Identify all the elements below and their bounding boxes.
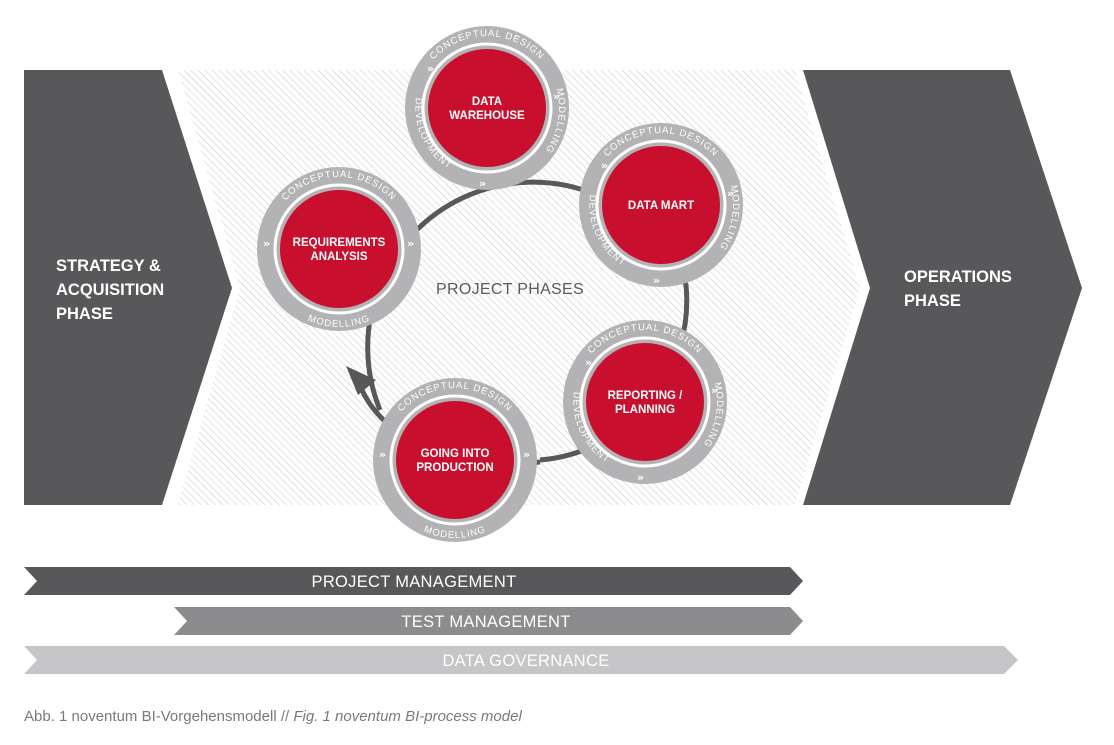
project-management-bar (24, 567, 803, 595)
test-management-bar (174, 607, 803, 635)
node-label: DATA MART (628, 200, 694, 212)
node-inner-ring (389, 394, 521, 526)
chevron-icon: » (601, 159, 608, 172)
strategy-phase-label: STRATEGY & ACQUISITION PHASE (56, 257, 169, 323)
cycle-arrow-head (346, 366, 376, 395)
node-reporting-planning: CONCEPTUAL DESIGNMODELLINGDEVELOPMENT»»»… (563, 320, 727, 484)
chevron-icon: » (585, 356, 592, 369)
project-phases-label: PROJECT PHASES (436, 281, 584, 298)
chevron-icon: » (407, 237, 414, 250)
chevron-icon: » (727, 187, 734, 200)
node-core (602, 146, 720, 264)
operations-phase-arrow (803, 70, 1082, 505)
data-governance-bar (24, 646, 1018, 674)
operations-phase-label: OPERATIONS PHASE (904, 268, 1016, 310)
node-core (428, 49, 546, 167)
chevron-icon: » (523, 448, 530, 461)
node-data-mart: CONCEPTUAL DESIGNMODELLINGDEVELOPMENT»»»… (579, 123, 743, 287)
chevron-icon: » (711, 384, 718, 397)
node-requirements-analysis: CONCEPTUAL DESIGNMODELLING»»REQUIREMENTS… (257, 167, 421, 331)
node-label: REPORTING /PLANNING (608, 390, 684, 416)
node-core (586, 343, 704, 461)
project-management-label: PROJECT MANAGEMENT (312, 573, 517, 591)
node-inner-ring (273, 183, 405, 315)
node-inner-ring (579, 336, 711, 468)
caption-english: Fig. 1 noventum BI-process model (293, 708, 522, 725)
node-inner-ring (595, 139, 727, 271)
node-inner-ring (421, 42, 553, 174)
figure-caption: Abb. 1 noventum BI-Vorgehensmodell // Fi… (24, 708, 522, 725)
data-governance-label: DATA GOVERNANCE (442, 652, 609, 670)
strategy-phase-arrow (24, 70, 232, 505)
test-management-label: TEST MANAGEMENT (401, 613, 570, 631)
chevron-icon: » (479, 177, 486, 190)
chevron-icon: » (263, 237, 270, 250)
chevron-icon: » (637, 471, 644, 484)
chevron-icon: » (427, 62, 434, 75)
chevron-icon: » (553, 90, 560, 103)
node-core (396, 401, 514, 519)
node-core (280, 190, 398, 308)
node-data-warehouse: CONCEPTUAL DESIGNMODELLINGDEVELOPMENT»»»… (405, 26, 569, 190)
chevron-icon: » (653, 274, 660, 287)
caption-german: Abb. 1 noventum BI-Vorgehensmodell // (24, 708, 290, 725)
chevron-icon: » (379, 448, 386, 461)
